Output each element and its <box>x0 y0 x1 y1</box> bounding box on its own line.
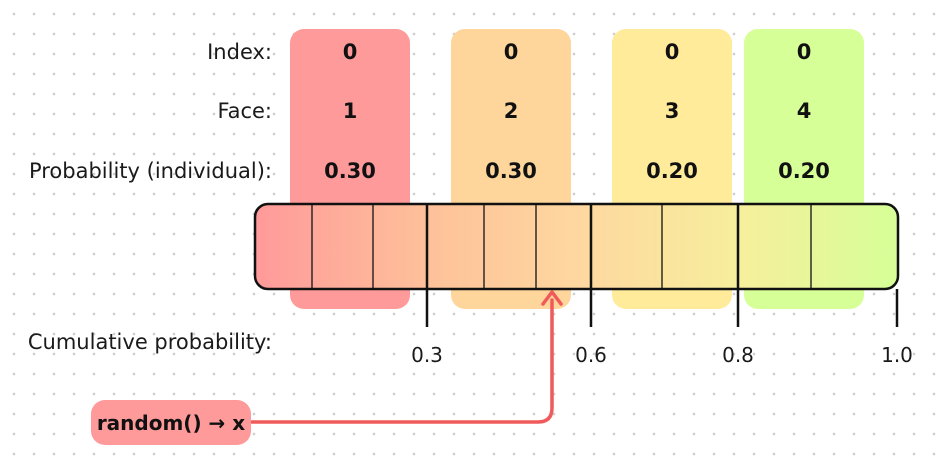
cumulative-tick-label-0.3: 0.3 <box>411 343 443 367</box>
face-row-label: Face: <box>217 99 272 123</box>
face-4-face: 4 <box>796 99 812 123</box>
face-4-index: 0 <box>796 40 812 64</box>
face-2-face: 2 <box>503 99 519 123</box>
cumulative-row-label: Cumulative probability: <box>27 330 272 354</box>
face-1-probability: 0.30 <box>324 159 376 183</box>
random-arrow <box>249 298 554 424</box>
face-3-face: 3 <box>664 99 680 123</box>
face-4-probability: 0.20 <box>778 159 830 183</box>
face-2-probability: 0.30 <box>485 159 537 183</box>
face-3-index: 0 <box>664 40 680 64</box>
cumulative-tick-label-1.0: 1.0 <box>881 343 913 367</box>
cumulative-tick-label-0.6: 0.6 <box>575 343 607 367</box>
cumulative-bar <box>253 202 900 291</box>
face-3-probability: 0.20 <box>646 159 698 183</box>
random-function-label: random() → x <box>96 410 246 435</box>
face-1-index: 0 <box>342 40 358 64</box>
random-function-pill: random() → x <box>91 400 251 445</box>
random-arrow-head <box>541 290 563 306</box>
index-row-label: Index: <box>207 40 272 64</box>
probability-row-label: Probability (individual): <box>28 159 272 183</box>
cumulative-tick-label-0.8: 0.8 <box>722 343 754 367</box>
face-2-index: 0 <box>503 40 519 64</box>
face-1-face: 1 <box>342 99 358 123</box>
